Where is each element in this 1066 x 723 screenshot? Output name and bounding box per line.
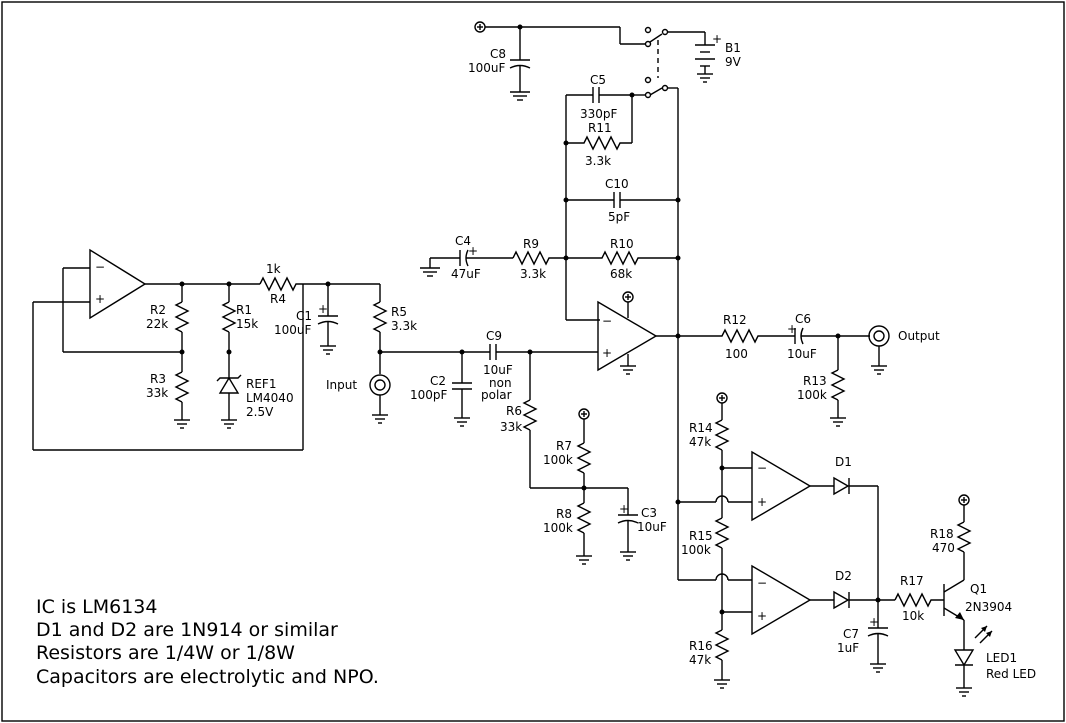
c3-value: 10uF — [637, 520, 667, 534]
power-section: C8 100uF + B1 9V — [468, 21, 742, 335]
r11-value: 3.3k — [585, 154, 611, 168]
q1-label: Q1 — [970, 582, 987, 596]
d1-label: D1 — [835, 455, 852, 469]
r8-label: R8 — [556, 507, 572, 521]
r13-label: R13 — [803, 374, 827, 388]
c6-value: 10uF — [787, 347, 817, 361]
r12-label: R12 — [723, 313, 747, 327]
c1-label: C1 — [296, 309, 312, 323]
c7-label: C7 — [843, 627, 859, 641]
r6-label: R6 — [506, 404, 522, 418]
output-label: Output — [898, 329, 940, 343]
b1-label: B1 — [725, 41, 741, 55]
r1-value: 15k — [236, 317, 258, 331]
led1-label: LED1 — [986, 651, 1017, 665]
c2-value: 100pF — [410, 388, 448, 402]
r16-value: 47k — [689, 653, 711, 667]
ref1-part: LM4040 — [246, 391, 294, 405]
c9-note2: polar — [481, 388, 512, 402]
c4-value: 47uF — [451, 267, 481, 281]
ref1-value: 2.5V — [246, 405, 274, 419]
note-line: Resistors are 1/4W or 1/8W — [36, 642, 295, 664]
r7-value: 100k — [543, 453, 573, 467]
c8-value: 100uF — [468, 61, 506, 75]
svg-text:−: − — [602, 314, 612, 328]
r14-value: 47k — [689, 435, 711, 449]
c2-label: C2 — [430, 374, 446, 388]
r4-label: R4 — [270, 292, 286, 306]
svg-text:−: − — [757, 461, 767, 475]
c5-value: 330pF — [580, 107, 618, 121]
output-stage: R12 100 + C6 10uF R13 100k Output — [710, 312, 940, 427]
r14-label: R14 — [689, 421, 713, 435]
c9-note1: non — [489, 376, 512, 390]
led1-value: Red LED — [986, 667, 1036, 681]
c6-label: C6 — [795, 312, 811, 326]
svg-text:−: − — [757, 576, 767, 590]
svg-text:+: + — [468, 244, 478, 258]
b1-value: 9V — [725, 55, 742, 69]
r4-value: 1k — [266, 262, 281, 276]
q1-value: 2N3904 — [965, 600, 1012, 614]
r8-value: 100k — [543, 521, 573, 535]
r1-label: R1 — [236, 303, 252, 317]
r5-label: R5 — [391, 305, 407, 319]
r10-label: R10 — [610, 237, 634, 251]
r16-label: R16 — [689, 639, 713, 653]
r12-value: 100 — [725, 347, 748, 361]
c8-label: C8 — [490, 47, 506, 61]
svg-text:+: + — [787, 322, 797, 336]
r2-value: 22k — [146, 317, 168, 331]
c5-label: C5 — [590, 73, 606, 87]
c10-value: 5pF — [608, 210, 630, 224]
r15-label: R15 — [689, 529, 713, 543]
note-line: D1 and D2 are 1N914 or similar — [36, 619, 338, 641]
svg-text:+: + — [869, 615, 879, 629]
svg-text:+: + — [602, 346, 612, 360]
c4-label: C4 — [455, 234, 471, 248]
c7-value: 1uF — [837, 641, 859, 655]
svg-text:+: + — [712, 32, 722, 46]
r9-value: 3.3k — [520, 267, 546, 281]
feedback-network: C5 330pF R11 3.3k C10 5pF R10 68k + C4 4… — [420, 73, 681, 321]
r10-value: 68k — [610, 267, 632, 281]
c9-label: C9 — [486, 329, 502, 343]
r6-value: 33k — [500, 420, 522, 434]
ref1-label: REF1 — [246, 377, 276, 391]
c10-label: C10 — [605, 177, 629, 191]
note-line: IC is LM6134 — [36, 596, 157, 618]
r11-label: R11 — [588, 121, 612, 135]
svg-text:+: + — [757, 609, 767, 623]
r9-label: R9 — [523, 237, 539, 251]
c3-label: C3 — [641, 506, 657, 520]
input-label: Input — [326, 378, 357, 392]
svg-text:−: − — [95, 260, 105, 274]
r18-label: R18 — [930, 527, 954, 541]
r18-value: 470 — [932, 541, 955, 555]
main-opamp: − + — [530, 291, 710, 580]
r2-label: R2 — [150, 303, 166, 317]
r5-value: 3.3k — [391, 319, 417, 333]
svg-text:+: + — [757, 495, 767, 509]
c1-value: 100uF — [274, 323, 312, 337]
input-section: − + R2 22k R3 33k R1 15k REF1 — [32, 248, 667, 565]
r17-label: R17 — [900, 574, 924, 588]
r17-value: 10k — [902, 609, 924, 623]
d2-label: D2 — [835, 569, 852, 583]
r7-label: R7 — [556, 439, 572, 453]
notes-block: IC is LM6134 D1 and D2 are 1N914 or simi… — [36, 596, 379, 688]
r13-value: 100k — [797, 388, 827, 402]
note-line: Capacitors are electrolytic and NPO. — [36, 666, 379, 688]
r3-value: 33k — [146, 386, 168, 400]
r15-value: 100k — [681, 543, 711, 557]
c9-value: 10uF — [483, 363, 513, 377]
comparator-section: R14 47k R15 100k R16 47k − + D1 − + — [675, 392, 1036, 697]
svg-text:+: + — [95, 292, 105, 306]
svg-text:+: + — [318, 302, 328, 316]
r3-label: R3 — [150, 372, 166, 386]
svg-text:+: + — [619, 502, 629, 516]
